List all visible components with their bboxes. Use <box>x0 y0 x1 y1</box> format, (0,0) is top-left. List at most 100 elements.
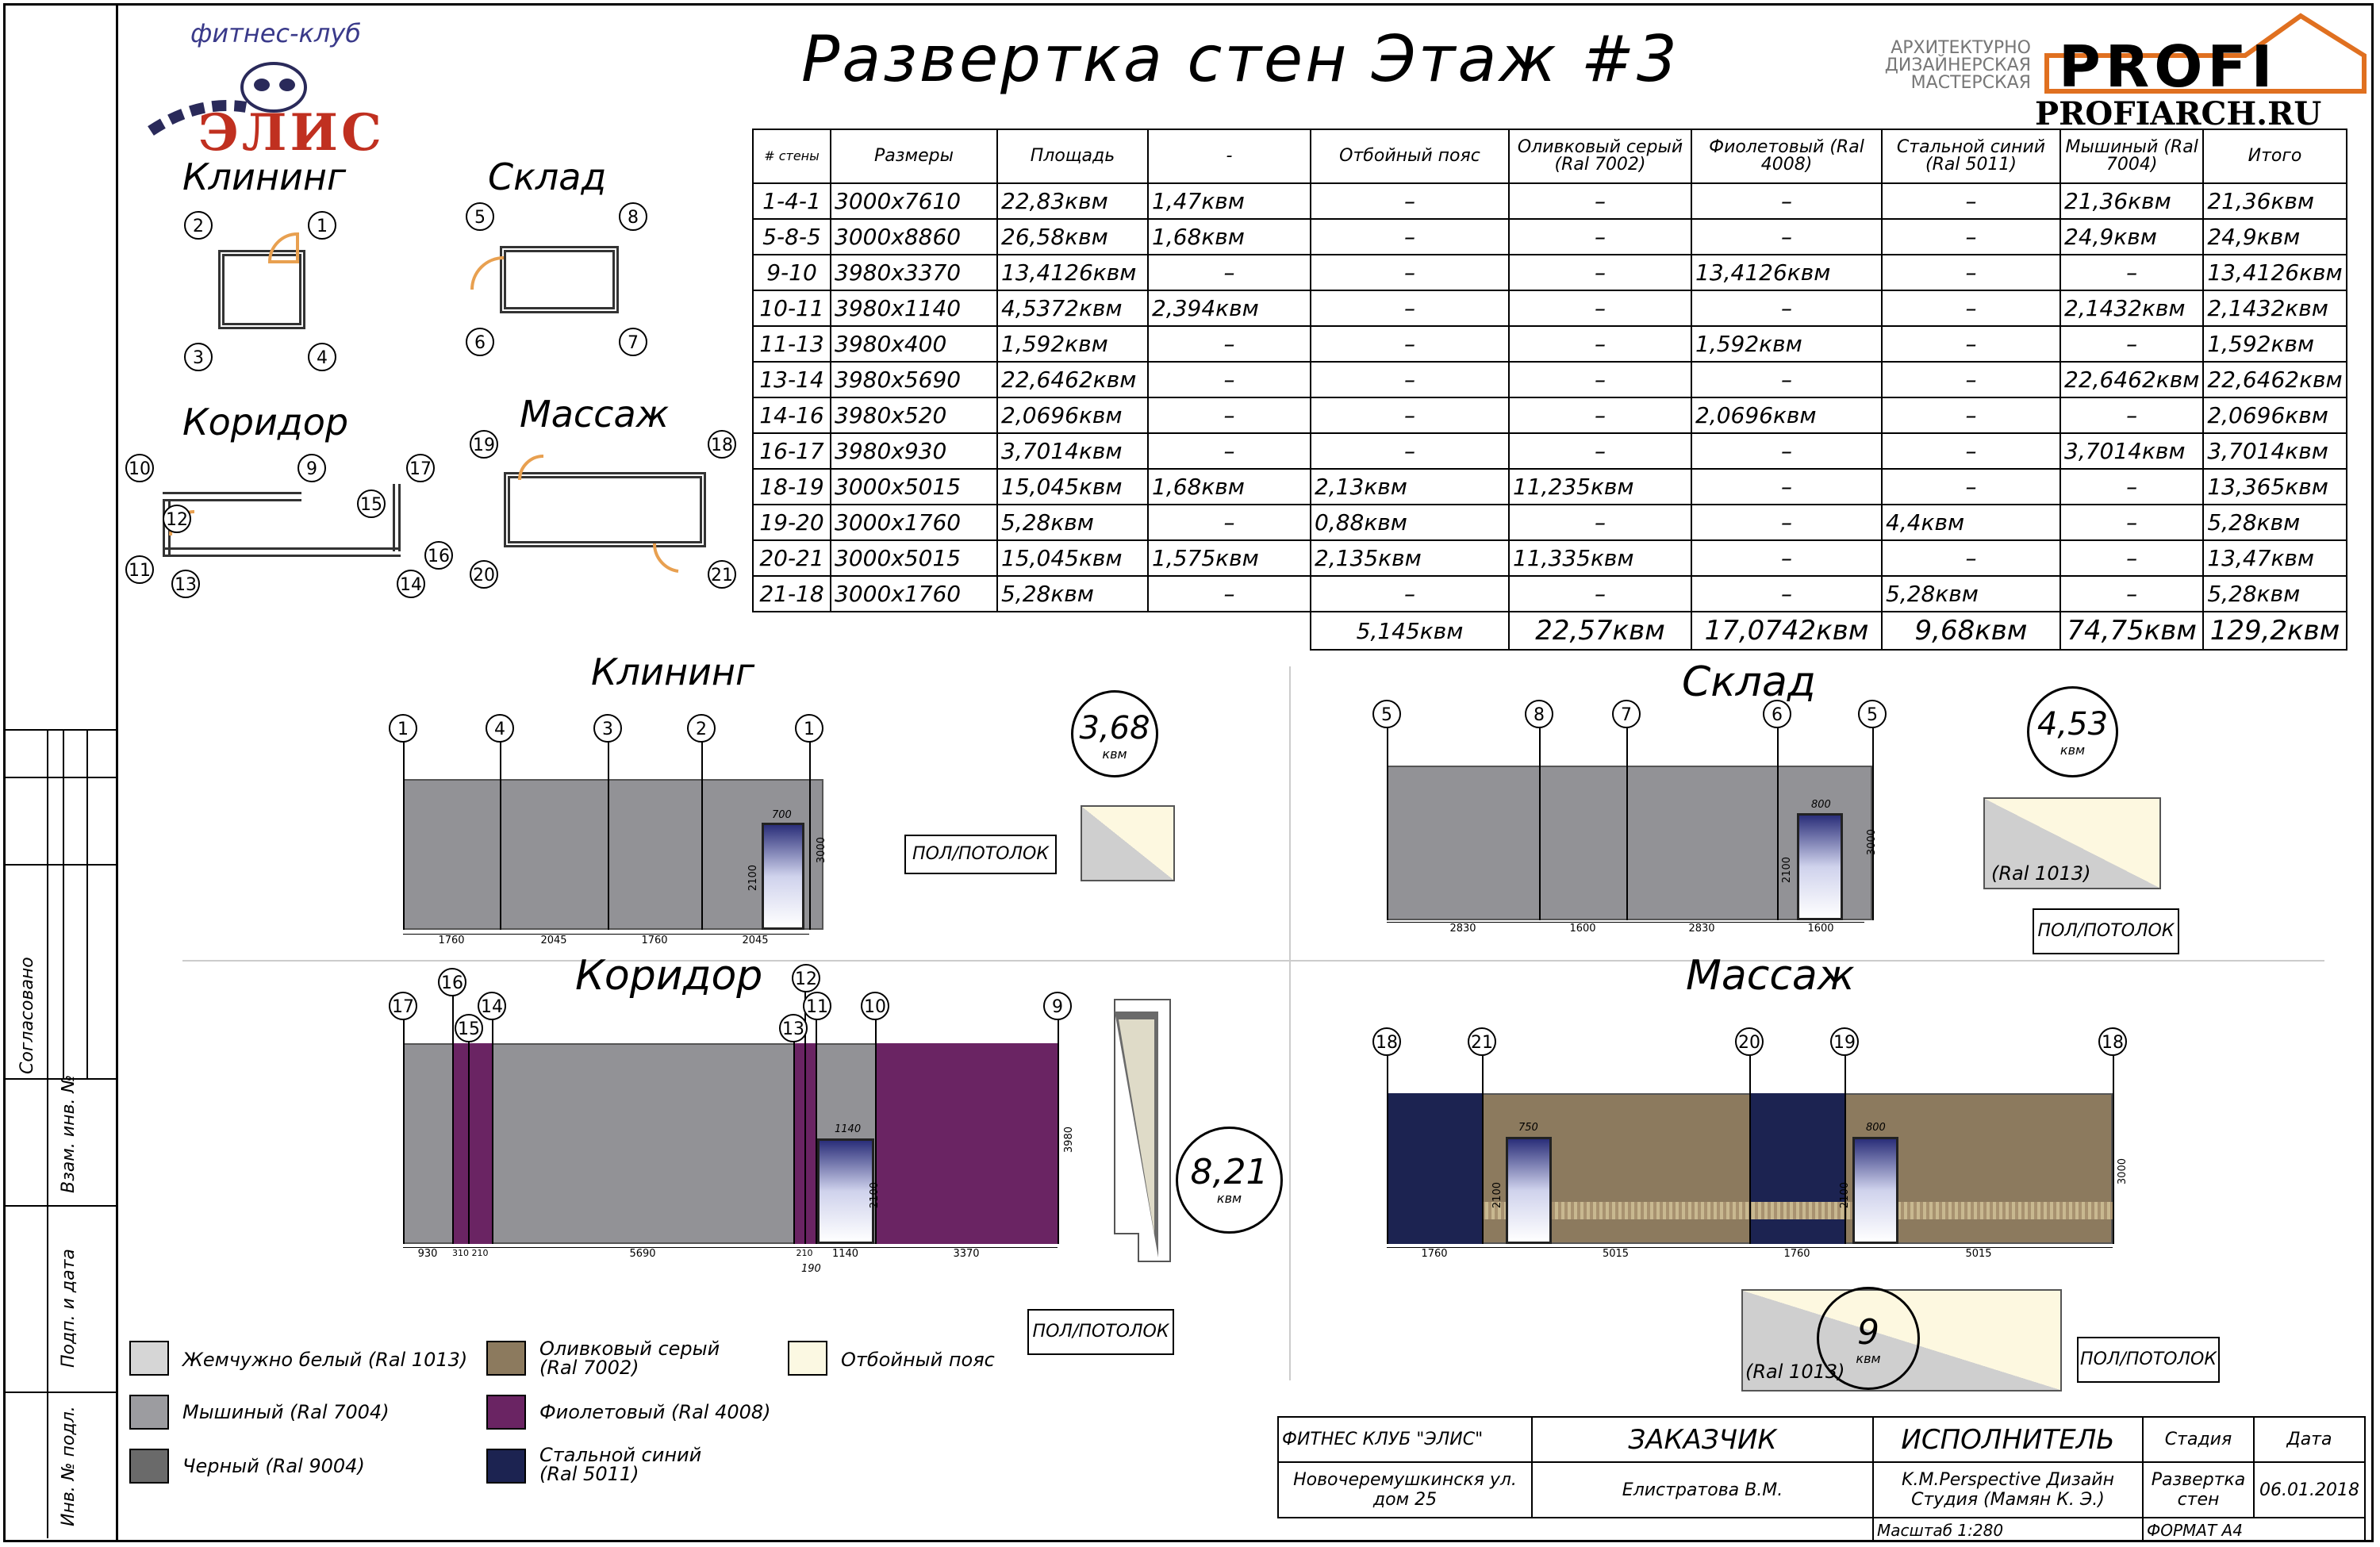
elevation-title-cleaning: Клининг <box>591 651 755 693</box>
dim-wall-height: 3000 <box>1866 829 1878 856</box>
table-cell: 3980х520 <box>830 397 998 434</box>
table-cell: 3980х1140 <box>830 290 998 327</box>
table-cell: 2,1432квм <box>2202 290 2347 327</box>
address: Новочеремушкинскя ул. дом 25 <box>1277 1461 1533 1518</box>
title-block: ФИТНЕС КЛУБ "ЭЛИС" ЗАКАЗЧИК ИСПОЛНИТЕЛЬ … <box>1277 1416 2366 1542</box>
table-cell: 1,592квм <box>2202 325 2347 363</box>
dim-door-width: 800 <box>1811 799 1831 811</box>
table-cell: 13,4126квм <box>1691 254 1883 291</box>
plan-title-corridor: Коридор <box>182 401 349 443</box>
scale: Масштаб 1:280 <box>1872 1517 2144 1542</box>
table-cell: 2,135квм <box>1310 539 1510 577</box>
table-cell: 18-19 <box>752 468 831 505</box>
dim-segment: 1140 <box>816 1247 875 1260</box>
table-cell: 11-13 <box>752 325 831 363</box>
dim-door-height: 2100 <box>747 865 759 892</box>
dim-segment: 2830 <box>1387 922 1539 935</box>
table-cell: – <box>1147 432 1311 470</box>
door-massage <box>1852 1137 1898 1244</box>
table-cell: – <box>1508 218 1692 255</box>
table-cell: 9-10 <box>752 254 831 291</box>
door-corridor <box>817 1138 874 1244</box>
elevation-title-massage: Массаж <box>1686 952 1855 1000</box>
table-cell: – <box>1881 290 2061 327</box>
page-title: Развертка стен Этаж #3 <box>801 22 1679 96</box>
dim-segment: 3370 <box>875 1247 1058 1260</box>
table-cell: 3000х8860 <box>830 218 998 255</box>
table-cell: 10-11 <box>752 290 831 327</box>
dim-extra: 190 <box>801 1263 821 1275</box>
floor-ceiling-label: ПОЛ/ПОТОЛОК <box>1027 1309 1174 1355</box>
table-total-cell: 17,0742квм <box>1691 611 1883 651</box>
table-cell: – <box>1881 468 2061 505</box>
table-cell: – <box>1691 575 1883 612</box>
legend-swatch <box>129 1395 169 1430</box>
table-cell: – <box>1881 325 2061 363</box>
table-cell: – <box>1508 254 1692 291</box>
side-stamp-agreed: Согласовано <box>17 957 37 1074</box>
dim-segment: 5015 <box>1844 1247 2113 1260</box>
club-logo: фитнес-клуб ЭЛИС <box>135 12 397 163</box>
table-cell: 24,9квм <box>2202 218 2347 255</box>
table-cell: 13,4126квм <box>2202 254 2347 291</box>
table-cell: 3000х1760 <box>830 575 998 612</box>
legend-label: Жемчужно белый (Ral 1013) <box>182 1349 468 1371</box>
wall-spec-table: # стены Размеры Площадь - Отбойный пояс … <box>752 129 2347 651</box>
legend-swatch <box>129 1449 169 1484</box>
table-cell: – <box>1881 432 2061 470</box>
table-cell: 24,9квм <box>2059 218 2205 255</box>
ceiling-ral-label: (Ral 1013) <box>1991 862 2091 885</box>
table-cell: – <box>1508 290 1692 327</box>
legend-swatch <box>129 1341 169 1376</box>
dim-segment: 2045 <box>701 934 809 946</box>
door-swing-icon <box>267 232 299 263</box>
dim-segment: 1760 <box>608 934 701 946</box>
table-cell: – <box>1508 432 1692 470</box>
table-cell: – <box>1147 361 1311 398</box>
side-stamp-sign: Подп. и дата <box>59 1249 79 1368</box>
table-cell: 3980х930 <box>830 432 998 470</box>
elevation-storage <box>1387 766 1872 920</box>
dim-segment: 1760 <box>1749 1247 1844 1260</box>
table-cell: 15,045квм <box>996 468 1149 505</box>
table-cell: – <box>1508 504 1692 541</box>
table-cell: – <box>1881 361 2061 398</box>
table-cell: 3980х5690 <box>830 361 998 398</box>
dim-segment: 1600 <box>1777 922 1864 935</box>
door-swing-icon <box>470 256 505 290</box>
col-header: # стены <box>752 129 831 184</box>
table-cell: – <box>1310 397 1510 434</box>
col-header: Итого <box>2202 129 2347 184</box>
col-header: - <box>1147 129 1311 184</box>
drawing-frame <box>3 3 2374 1542</box>
wall-segment-blue <box>1387 1093 1482 1244</box>
dim-segment: 1760 <box>403 934 500 946</box>
table-cell: 22,6462квм <box>2059 361 2205 398</box>
table-cell: 3000х7610 <box>830 182 998 220</box>
table-cell: – <box>1508 397 1692 434</box>
table-cell: 11,335квм <box>1508 539 1692 577</box>
stage-label: Стадия <box>2142 1416 2255 1463</box>
dim-door-height: 2100 <box>1839 1182 1851 1209</box>
table-cell: 2,0696квм <box>1691 397 1883 434</box>
dim-wall-height: 3980 <box>1063 1127 1075 1154</box>
table-cell: 5,28квм <box>996 504 1149 541</box>
house-roof-icon <box>2044 13 2367 94</box>
col-header: Мышиный (Ral 7004) <box>2059 129 2205 184</box>
legend-label: Фиолетовый (Ral 4008) <box>539 1401 771 1423</box>
table-cell: 16-17 <box>752 432 831 470</box>
floor-ceiling-label: ПОЛ/ПОТОЛОК <box>2033 908 2179 954</box>
table-cell: – <box>1881 182 2061 220</box>
brand-line-3: МАСТЕРСКАЯ <box>1910 73 2031 93</box>
table-cell: 11,235квм <box>1508 468 1692 505</box>
dim-door-height: 2100 <box>1781 857 1793 884</box>
table-cell: – <box>1508 325 1692 363</box>
date-label: Дата <box>2253 1416 2366 1463</box>
